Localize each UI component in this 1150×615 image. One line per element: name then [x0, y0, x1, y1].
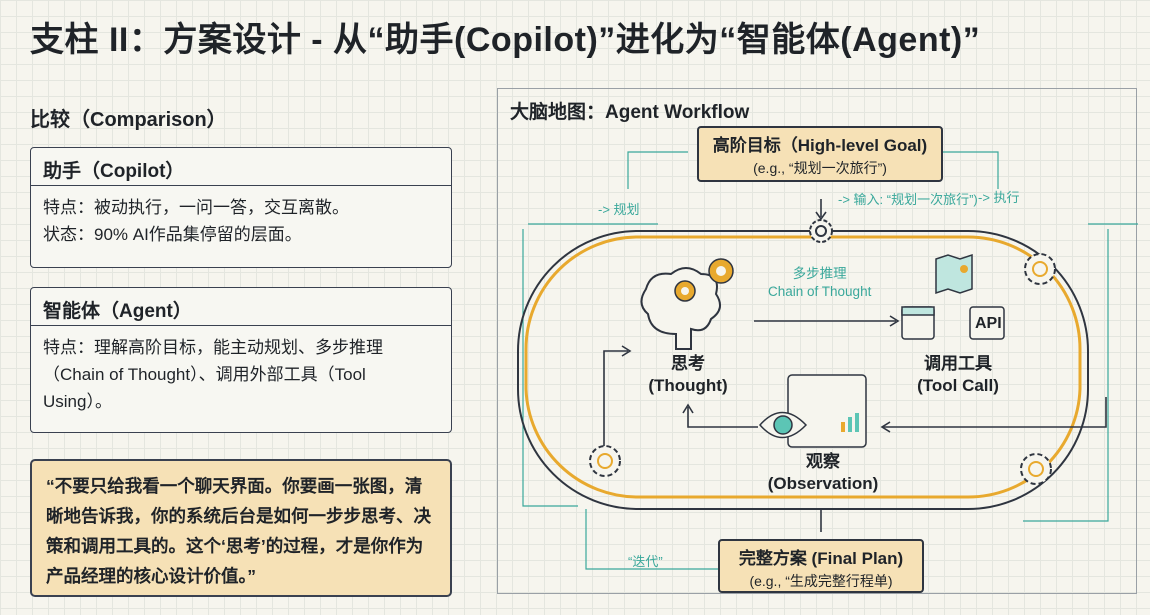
- side-label-top-right: -> 执行: [978, 190, 1020, 205]
- final-title: 完整方案 (Final Plan): [738, 549, 904, 568]
- teal-guides: [522, 151, 1138, 570]
- agent-card: 智能体（Agent） 特点：理解高阶目标，能主动规划、多步推理（Chain of…: [30, 287, 452, 433]
- goal-example: (e.g., “规划一次旅行”): [753, 160, 887, 176]
- final-example: (e.g., “生成完整行程单): [749, 573, 893, 589]
- copilot-title: 助手（Copilot）: [31, 148, 451, 186]
- copilot-card: 助手（Copilot） 特点：被动执行，一问一答，交互离散。 状态：90% AI…: [30, 147, 452, 268]
- observation-label: 观察 (Observation): [753, 451, 893, 495]
- inner-loop: [524, 235, 1082, 499]
- goal-title: 高阶目标（High-level Goal): [712, 136, 928, 155]
- outer-loop: [517, 230, 1089, 510]
- agent-workflow-panel: 大脑地图：Agent Workflow 高阶目标（High-level Goal…: [497, 88, 1138, 594]
- api-text: API: [975, 315, 1002, 332]
- quote-box: “不要只给我看一个聊天界面。你要画一张图，清晰地告诉我，你的系统后台是如何一步步…: [30, 459, 452, 597]
- gear-icons: [589, 219, 1056, 485]
- brain-icon: [640, 258, 734, 350]
- observation-icon: [759, 374, 867, 448]
- final-plan-box: 完整方案 (Final Plan) (e.g., “生成完整行程单): [718, 539, 924, 593]
- page-title: 支柱 II：方案设计 - 从“助手(Copilot)”进化为“智能体(Agent…: [30, 21, 981, 59]
- thought-cn: 思考: [671, 354, 705, 373]
- tool-call-label: 调用工具 (Tool Call): [898, 353, 1018, 397]
- diagram-title: 大脑地图：Agent Workflow: [510, 102, 750, 123]
- copilot-status: 状态：90% AI作品集停留的层面。: [43, 225, 302, 244]
- observation-cn: 观察: [806, 452, 840, 471]
- goal-box: 高阶目标（High-level Goal) (e.g., “规划一次旅行”): [697, 126, 943, 182]
- workflow-diagram: [517, 151, 1138, 570]
- cot-label: 多步推理 Chain of Thought: [768, 265, 871, 301]
- api-icon: [969, 306, 1005, 340]
- copilot-trait: 特点：被动执行，一问一答，交互离散。: [43, 198, 349, 217]
- thought-en: (Thought): [648, 376, 728, 395]
- side-label-bottom-left: “迭代”: [628, 554, 663, 569]
- cot-en: Chain of Thought: [768, 284, 872, 299]
- comparison-heading: 比较（Comparison）: [30, 109, 227, 131]
- tool-en: (Tool Call): [917, 376, 999, 395]
- map-icon: [935, 253, 973, 295]
- agent-title: 智能体（Agent）: [31, 288, 451, 326]
- tool-cn: 调用工具: [924, 354, 992, 373]
- goal-note: -> 输入: “规划一次旅行”): [838, 192, 978, 207]
- observation-en: (Observation): [767, 474, 879, 493]
- cot-cn: 多步推理: [792, 266, 847, 281]
- side-label-top-left: -> 规划: [598, 202, 640, 217]
- thought-label: 思考 (Thought): [638, 353, 738, 397]
- calendar-icon: [901, 306, 935, 340]
- agent-trait: 特点：理解高阶目标，能主动规划、多步推理（Chain of Thought）、调…: [43, 338, 383, 411]
